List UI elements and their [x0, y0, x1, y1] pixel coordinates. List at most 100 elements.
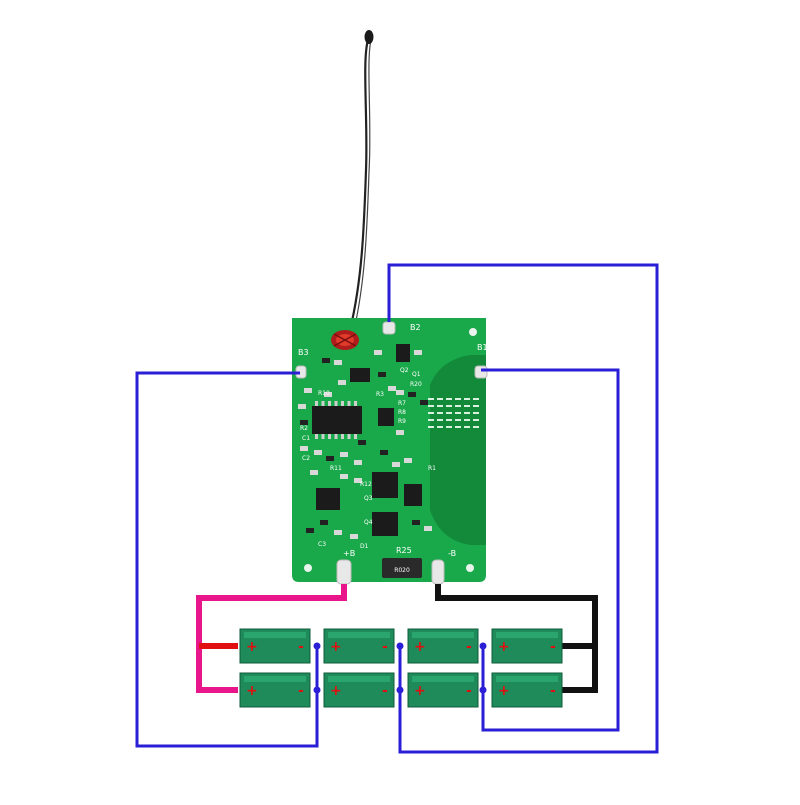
smd-part: [396, 430, 404, 435]
cell-plus-icon: +: [414, 639, 426, 655]
smd-part: [358, 440, 366, 445]
smd-part: [310, 470, 318, 475]
battery-cells: +-+-+-+-+-+-+-+-: [239, 628, 563, 708]
smd-part: [412, 520, 420, 525]
positive-wire: [196, 584, 347, 693]
label-plus-b: +B: [343, 549, 355, 558]
cell-highlight: [496, 632, 558, 638]
junction-dot: [396, 642, 404, 650]
junction-dot: [313, 642, 321, 650]
smd-part: [300, 446, 308, 451]
junction-dot: [396, 686, 404, 694]
battery-cell: +-: [323, 672, 395, 708]
smd-part: [378, 372, 386, 377]
label-r25: R25: [396, 546, 412, 555]
smd-part: [340, 452, 348, 457]
cell-minus-icon: -: [550, 639, 556, 655]
smd-part: [322, 358, 330, 363]
battery-cell: +-: [491, 672, 563, 708]
bms-pcb: R020 B2 B1 B3 +B -B R25 R7R8R9R10R11R12Q…: [292, 318, 488, 585]
silk-label: C2: [302, 455, 310, 462]
battery-cell: +-: [407, 628, 479, 664]
smd-part: [404, 458, 412, 463]
smd-part: [374, 350, 382, 355]
smd-part: [350, 534, 358, 539]
cell-highlight: [244, 676, 306, 682]
smd-part: [354, 460, 362, 465]
smd-part: [338, 380, 346, 385]
protection-ic: [312, 401, 362, 439]
silk-label: R10: [318, 390, 330, 397]
battery-cell: +-: [323, 628, 395, 664]
cell-highlight: [412, 632, 474, 638]
smd-part: [340, 474, 348, 479]
battery-cell: +-: [407, 672, 479, 708]
regulator-chip: [316, 488, 340, 510]
silk-label: R12: [360, 481, 372, 488]
silk-label: R20: [410, 381, 422, 388]
cell-minus-icon: -: [298, 639, 304, 655]
cell-highlight: [496, 676, 558, 682]
smd-part: [354, 478, 362, 483]
mosfet-chip: [372, 512, 398, 536]
shunt-resistor: [382, 558, 422, 578]
silk-label: Q2: [400, 367, 409, 374]
junction-dot: [313, 686, 321, 694]
cell-minus-icon: -: [550, 683, 556, 699]
silk-label: R7: [398, 400, 406, 407]
label-minus-b: -B: [448, 549, 456, 558]
smd-part: [424, 526, 432, 531]
battery-cell: +-: [491, 628, 563, 664]
cell-highlight: [328, 676, 390, 682]
silk-label: C1: [302, 435, 310, 442]
cell-highlight: [328, 632, 390, 638]
battery-cell: +-: [239, 628, 311, 664]
silk-label: R3: [376, 391, 384, 398]
junction-dot: [479, 642, 487, 650]
silk-label: R2: [300, 425, 308, 432]
silk-label: R8: [398, 409, 406, 416]
silk-label: D1: [360, 543, 369, 550]
smd-part: [414, 350, 422, 355]
small-chip: [378, 408, 394, 426]
cell-minus-icon: -: [466, 639, 472, 655]
cell-highlight: [244, 632, 306, 638]
smd-part: [420, 400, 428, 405]
pad-b2: [382, 321, 396, 335]
mounting-hole: [466, 564, 474, 572]
cell-minus-icon: -: [382, 639, 388, 655]
silk-label: Q3: [364, 495, 373, 502]
smd-part: [304, 388, 312, 393]
label-b1: B1: [477, 343, 488, 352]
transistor-chip: [404, 484, 422, 506]
silk-label: Q4: [364, 519, 373, 526]
smd-part: [334, 360, 342, 365]
label-b3: B3: [298, 348, 309, 357]
pad-minus-b: [431, 559, 445, 585]
thermistor-coil: [331, 330, 359, 350]
smd-part: [408, 392, 416, 397]
thermistor-tip-icon: [364, 30, 374, 44]
battery-cell: +-: [239, 672, 311, 708]
mounting-hole: [304, 564, 312, 572]
pad-b1: [474, 365, 488, 379]
cell-highlight: [412, 676, 474, 682]
smd-part: [314, 450, 322, 455]
smd-part: [326, 456, 334, 461]
smd-part: [396, 390, 404, 395]
cell-plus-icon: +: [330, 683, 342, 699]
silk-label: Q1: [412, 371, 421, 378]
pad-plus-b: [336, 559, 352, 585]
cell-plus-icon: +: [330, 639, 342, 655]
smd-part: [380, 450, 388, 455]
small-chip: [350, 368, 370, 382]
smd-part: [298, 404, 306, 409]
smd-part: [300, 420, 308, 425]
smd-part: [320, 520, 328, 525]
shunt-label: R020: [394, 567, 410, 574]
silk-label: R11: [330, 465, 342, 472]
silk-label: C3: [318, 541, 326, 548]
balance-wires: [135, 263, 659, 754]
